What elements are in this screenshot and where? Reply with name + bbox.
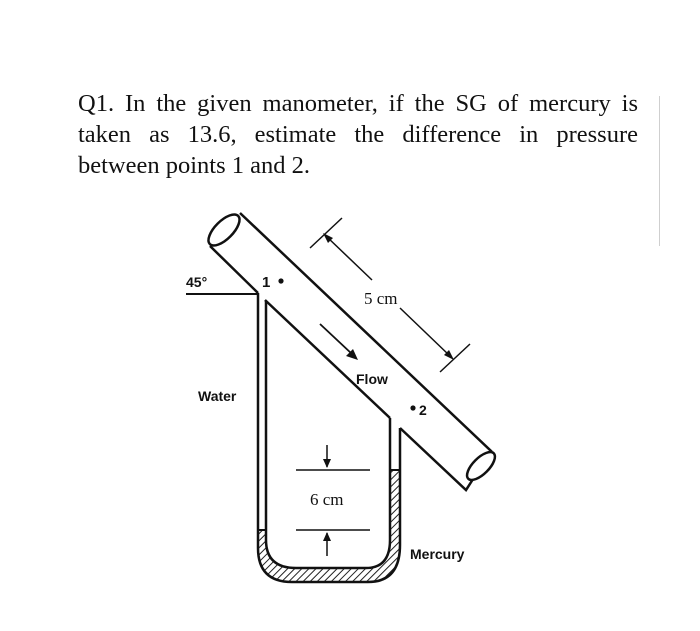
mercury-fill — [258, 470, 400, 582]
height-label: 6 cm — [310, 490, 344, 509]
point-1-label: 1 — [262, 274, 270, 291]
utube-bend-outer — [256, 544, 402, 584]
utube-bend-inner — [264, 539, 392, 570]
pipe-end-right — [465, 450, 497, 482]
water-label: Water — [198, 388, 237, 404]
length-tick-lower — [439, 343, 471, 373]
point-1-dot — [278, 278, 284, 284]
mercury-label: Mercury — [410, 546, 465, 562]
point-2-dot — [410, 405, 416, 411]
length-arrowhead-upper — [323, 233, 333, 243]
length-arrowhead-lower — [444, 350, 454, 360]
flow-label: Flow — [356, 371, 388, 387]
length-tick-upper — [309, 217, 343, 249]
flow-arrow-line — [319, 323, 353, 355]
height-arrowhead-top — [323, 459, 331, 468]
flow-arrowhead — [346, 349, 358, 360]
length-label: 5 cm — [364, 289, 398, 308]
point-2-label: 2 — [419, 402, 427, 418]
length-dim-line-lower — [399, 307, 451, 357]
pipe-end-left — [207, 213, 241, 247]
height-arrowhead-bottom — [323, 532, 331, 541]
question-text: Q1. In the given manometer, if the SG of… — [78, 90, 638, 179]
angle-label: 45° — [186, 274, 207, 290]
length-dim-line-upper — [325, 235, 373, 281]
page-edge-line — [659, 96, 660, 246]
